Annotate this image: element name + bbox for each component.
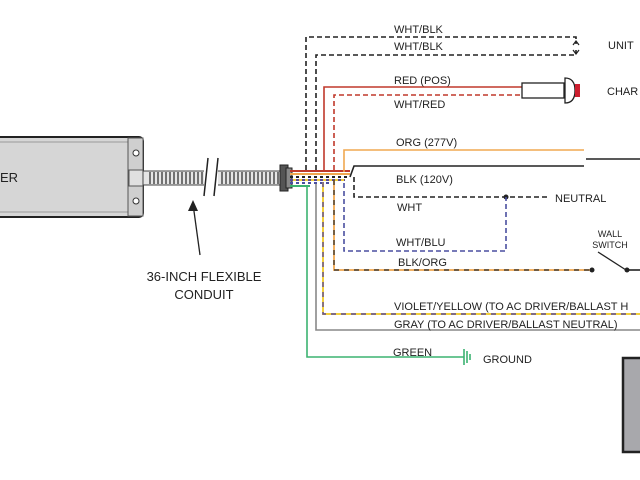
wire-bundle — [290, 170, 350, 187]
wall-switch-label-line2: SWITCH — [592, 240, 628, 250]
wire-wht-blk-2: WHT/BLK — [315, 41, 577, 170]
wall-switch-label-line1: WALL — [598, 229, 622, 239]
wire-blk-120v: BLK (120V) — [349, 165, 584, 186]
mounting-hole-icon — [132, 197, 140, 205]
wire-wht-blu: WHT/BLU — [343, 183, 507, 252]
conduit-label-line2: CONDUIT — [174, 287, 233, 302]
wire-label: WHT — [397, 202, 422, 214]
wire-gray: GRAY (TO AC DRIVER/BALLAST NEUTRAL) — [315, 184, 640, 331]
wire-label: WHT/BLK — [394, 41, 444, 53]
ground-label: GROUND — [483, 354, 532, 366]
wall-switch: WALL SWITCH — [592, 229, 640, 273]
wire-wht-blk-1: WHT/BLK — [305, 24, 577, 170]
led-icon — [575, 84, 580, 97]
wire-label: GREEN — [393, 347, 432, 359]
ac-driver-box — [621, 356, 640, 454]
wire-org-277v: ORG (277V) — [343, 137, 584, 172]
test-switch-symbol: UNIT — [572, 40, 634, 55]
wire-violet-yellow: VIOLET/YELLOW (TO AC DRIVER/BALLAST H — [322, 182, 640, 315]
neutral-terminal-label: NEUTRAL — [555, 193, 606, 205]
arrow-up-icon — [188, 200, 198, 211]
wire-label: VIOLET/YELLOW (TO AC DRIVER/BALLAST H — [394, 301, 628, 313]
wire-label: BLK/ORG — [398, 257, 447, 269]
wire-label: WHT/RED — [394, 99, 445, 111]
wire-label: ORG (277V) — [396, 137, 457, 149]
wire-wht-red: WHT/RED — [333, 94, 522, 170]
emergency-unit: ER — [0, 136, 144, 218]
unit-terminal-label: UNIT — [608, 40, 634, 52]
wire-blk-org: BLK/ORG — [333, 180, 595, 273]
junction-dot — [589, 267, 595, 273]
ground-icon: GROUND — [463, 349, 532, 366]
wire-red-pos: RED (POS) — [323, 75, 522, 170]
break-mark — [213, 157, 219, 197]
break-mark — [203, 157, 209, 197]
charge-terminal-label: CHAR — [607, 86, 638, 98]
wire-label: GRAY (TO AC DRIVER/BALLAST NEUTRAL) — [394, 319, 618, 331]
wire-green: GREEN — [306, 186, 464, 359]
wire-wht: WHT NEUTRAL — [353, 177, 606, 214]
unit-label: ER — [0, 170, 18, 185]
wire-label: WHT/BLK — [394, 24, 444, 36]
wire-label: BLK (120V) — [396, 174, 453, 186]
conduit-label-line1: 36-INCH FLEXIBLE — [147, 269, 262, 284]
mounting-hole-icon — [132, 149, 140, 157]
charge-indicator: CHAR — [521, 77, 638, 104]
wire-label: WHT/BLU — [396, 237, 446, 249]
flexible-conduit — [142, 157, 293, 197]
wire-label: RED (POS) — [394, 75, 451, 87]
conduit-callout: 36-INCH FLEXIBLE CONDUIT — [147, 200, 262, 302]
